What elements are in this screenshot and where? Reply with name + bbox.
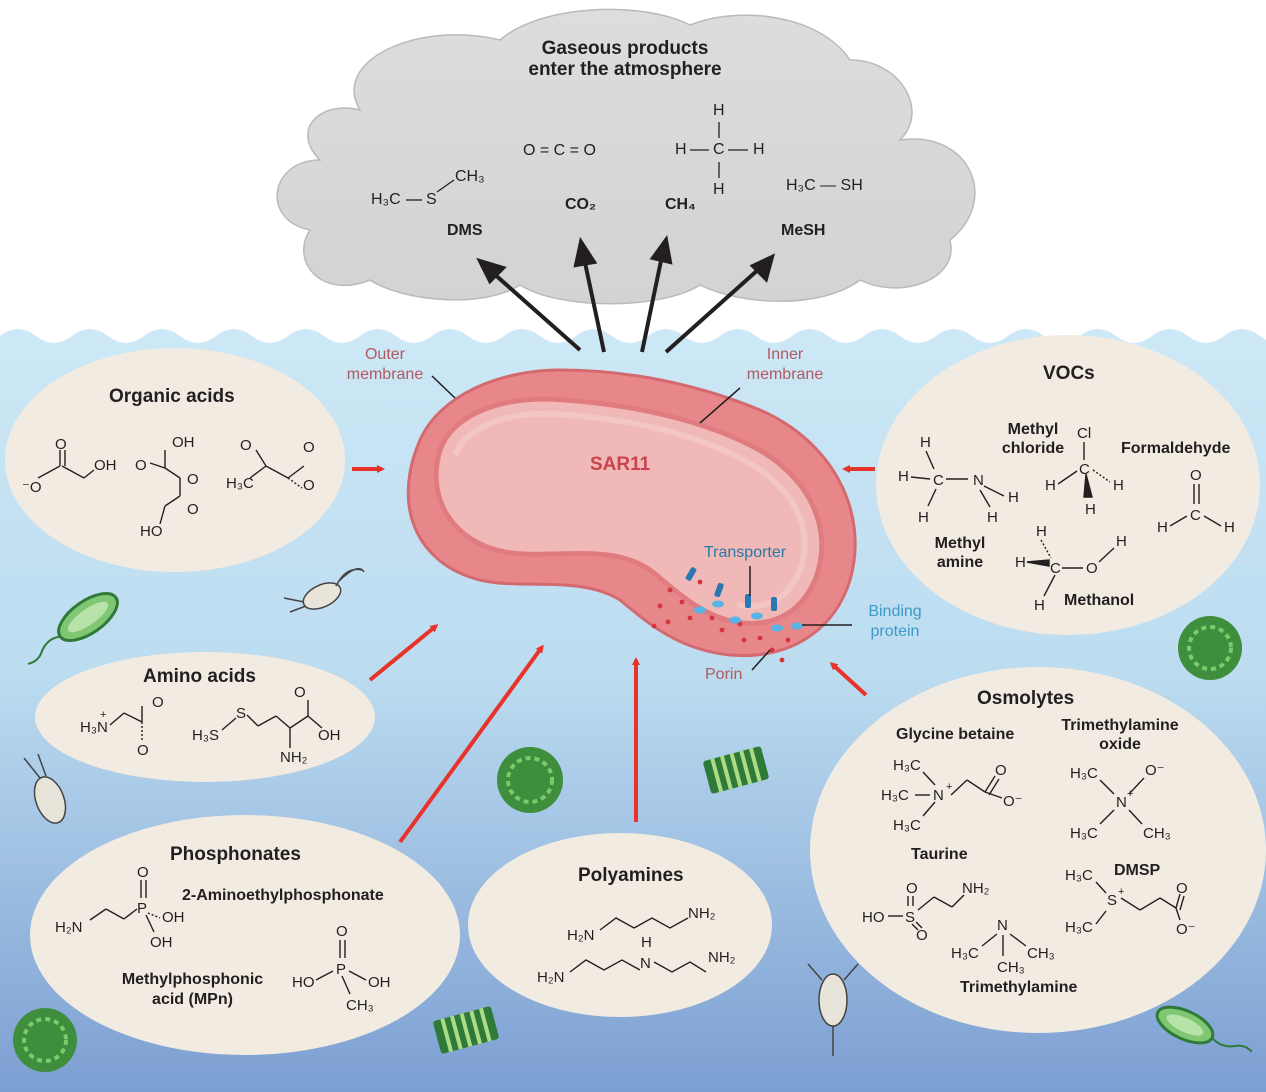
vocs-ellipse xyxy=(876,335,1260,635)
transporter-label: Transporter xyxy=(704,544,787,561)
atmosphere-title-line2: enter the atmosphere xyxy=(528,59,722,80)
binding-protein-line1: Binding xyxy=(868,603,922,620)
label-pointers xyxy=(431,375,852,671)
binding-proteins xyxy=(694,600,803,632)
trimethylamine-label: Trimethylamine xyxy=(960,979,1078,996)
phosphonates-ellipse xyxy=(30,815,460,1055)
inner-membrane-line1: Inner xyxy=(766,346,804,363)
glycine-betaine-label: Glycine betaine xyxy=(896,726,1015,743)
ch4-h-bottom: H xyxy=(713,181,725,198)
atmosphere-cloud xyxy=(276,8,976,305)
methyl-amine-label: Methyl amine xyxy=(915,534,1005,572)
dms-s: S xyxy=(426,191,437,208)
mpn-label: Methylphosphonic acid (MPn) xyxy=(110,970,275,1010)
dmsp-label: DMSP xyxy=(1114,862,1161,879)
dms-ch3: CH₃ xyxy=(455,168,485,185)
tmao-label: Trimethylamine oxide xyxy=(1045,716,1195,754)
gas-ch4: CH₄ xyxy=(665,196,696,213)
methyl-chloride-line2: chloride xyxy=(1001,440,1065,457)
gas-co2: CO₂ xyxy=(565,196,597,213)
vocs-title: VOCs xyxy=(1043,363,1095,384)
organic-acids-ellipse xyxy=(5,348,345,572)
aep-label: 2-Aminoethylphosphonate xyxy=(182,887,384,904)
porin-label: Porin xyxy=(705,666,743,683)
polyamines-ellipse xyxy=(468,833,772,1017)
mpn-line2: acid (MPn) xyxy=(152,991,233,1008)
tmao-line2: oxide xyxy=(1099,736,1141,753)
bacterium-icon xyxy=(27,592,119,665)
outer-membrane-line1: Outer xyxy=(364,346,405,363)
bacterium-icon xyxy=(1155,1005,1253,1053)
amino-acids-title: Amino acids xyxy=(143,666,256,687)
ch4-c: C xyxy=(713,141,725,158)
dms-h3c: H₃C xyxy=(371,191,401,208)
osmolytes-ellipse xyxy=(810,667,1266,1033)
polyamines-title: Polyamines xyxy=(578,865,684,886)
osmolytes-title: Osmolytes xyxy=(977,688,1075,709)
porin-dots xyxy=(651,579,791,663)
taurine-label: Taurine xyxy=(911,846,968,863)
gas-arrows xyxy=(476,235,776,354)
ch4-h-right: H xyxy=(753,141,765,158)
copepod-icon xyxy=(23,567,859,1056)
methyl-amine-line2: amine xyxy=(936,554,984,571)
methanol-label: Methanol xyxy=(1064,592,1135,609)
transporters xyxy=(685,567,777,611)
diatom-icon xyxy=(433,746,769,1054)
atmosphere-title-line1: Gaseous products xyxy=(541,38,709,59)
gas-dms: DMS xyxy=(447,222,483,239)
mesh-formula: H₃C — SH xyxy=(786,177,863,194)
sar11-cell xyxy=(406,368,857,658)
organic-acids-title: Organic acids xyxy=(109,386,235,407)
outer-membrane-line2: membrane xyxy=(346,366,424,383)
methyl-amine-line1: Methyl xyxy=(934,535,986,552)
methyl-chloride-line1: Methyl xyxy=(1007,421,1059,438)
outer-membrane-label: Outer membrane xyxy=(335,345,435,385)
inner-membrane-label: Inner membrane xyxy=(735,345,835,385)
binding-protein-label: Binding protein xyxy=(855,602,935,642)
inner-membrane-line2: membrane xyxy=(746,366,824,383)
mpn-line1: Methylphosphonic xyxy=(121,971,264,988)
co2-formula: O = C = O xyxy=(523,142,596,159)
methyl-chloride-label: Methyl chloride xyxy=(988,420,1078,458)
phosphonates-title: Phosphonates xyxy=(170,844,301,865)
ch4-h-top: H xyxy=(713,102,725,119)
gas-mesh: MeSH xyxy=(781,222,826,239)
atmosphere-title: Gaseous products enter the atmosphere xyxy=(490,38,760,80)
sar11-label: SAR11 xyxy=(590,454,651,475)
formaldehyde-label: Formaldehyde xyxy=(1121,440,1231,457)
ch4-h-left: H xyxy=(675,141,687,158)
coccolithophore-icon xyxy=(13,616,1242,1072)
uptake-arrows xyxy=(352,465,875,844)
tmao-line1: Trimethylamine xyxy=(1061,717,1179,734)
inner-membrane xyxy=(433,396,825,626)
amino-acids-ellipse xyxy=(35,652,375,782)
binding-protein-line2: protein xyxy=(870,623,920,640)
